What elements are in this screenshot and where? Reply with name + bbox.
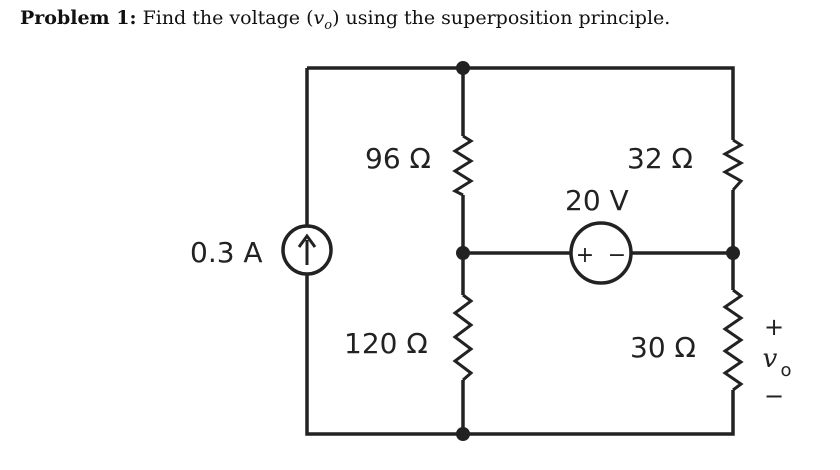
- problem-text-after: ) using the superposition principle.: [332, 7, 671, 29]
- resistor-120-ohm: [452, 293, 474, 382]
- voltage-source-plus: +: [576, 243, 594, 268]
- junction-middle-right: [726, 246, 740, 260]
- problem-text-before: Find the voltage (: [142, 7, 314, 29]
- resistor-32-label: 32 Ω: [627, 142, 693, 175]
- current-source-label: 0.3 A: [190, 236, 263, 269]
- resistor-120-label: 120 Ω: [344, 327, 428, 360]
- problem-variable-sub: o: [324, 17, 333, 33]
- voltage-source-label: 20 V: [565, 184, 629, 217]
- resistor-32-ohm: [721, 138, 745, 191]
- current-arrow-icon: [297, 233, 317, 265]
- resistor-96-label: 96 Ω: [365, 142, 431, 175]
- wire-left-bottom: [305, 274, 735, 436]
- junction-top: [456, 61, 470, 75]
- resistor-30-ohm: [722, 288, 744, 392]
- resistor-30-label: 30 Ω: [630, 331, 696, 364]
- output-minus: −: [764, 382, 784, 410]
- voltage-source: + −: [569, 221, 633, 285]
- problem-statement: Problem 1: Find the voltage (vo) using t…: [20, 4, 670, 40]
- resistor-96-ohm: [451, 134, 474, 197]
- wire-top: [307, 66, 735, 140]
- problem-label: Problem 1:: [20, 7, 137, 29]
- output-var: v: [763, 344, 778, 374]
- junction-bottom: [456, 427, 470, 441]
- problem-variable: v: [313, 7, 325, 29]
- output-var-sub: o: [780, 360, 791, 381]
- output-plus: +: [764, 313, 784, 341]
- junction-middle-left: [456, 246, 470, 260]
- voltage-source-minus: −: [608, 243, 626, 268]
- current-source: [281, 224, 333, 276]
